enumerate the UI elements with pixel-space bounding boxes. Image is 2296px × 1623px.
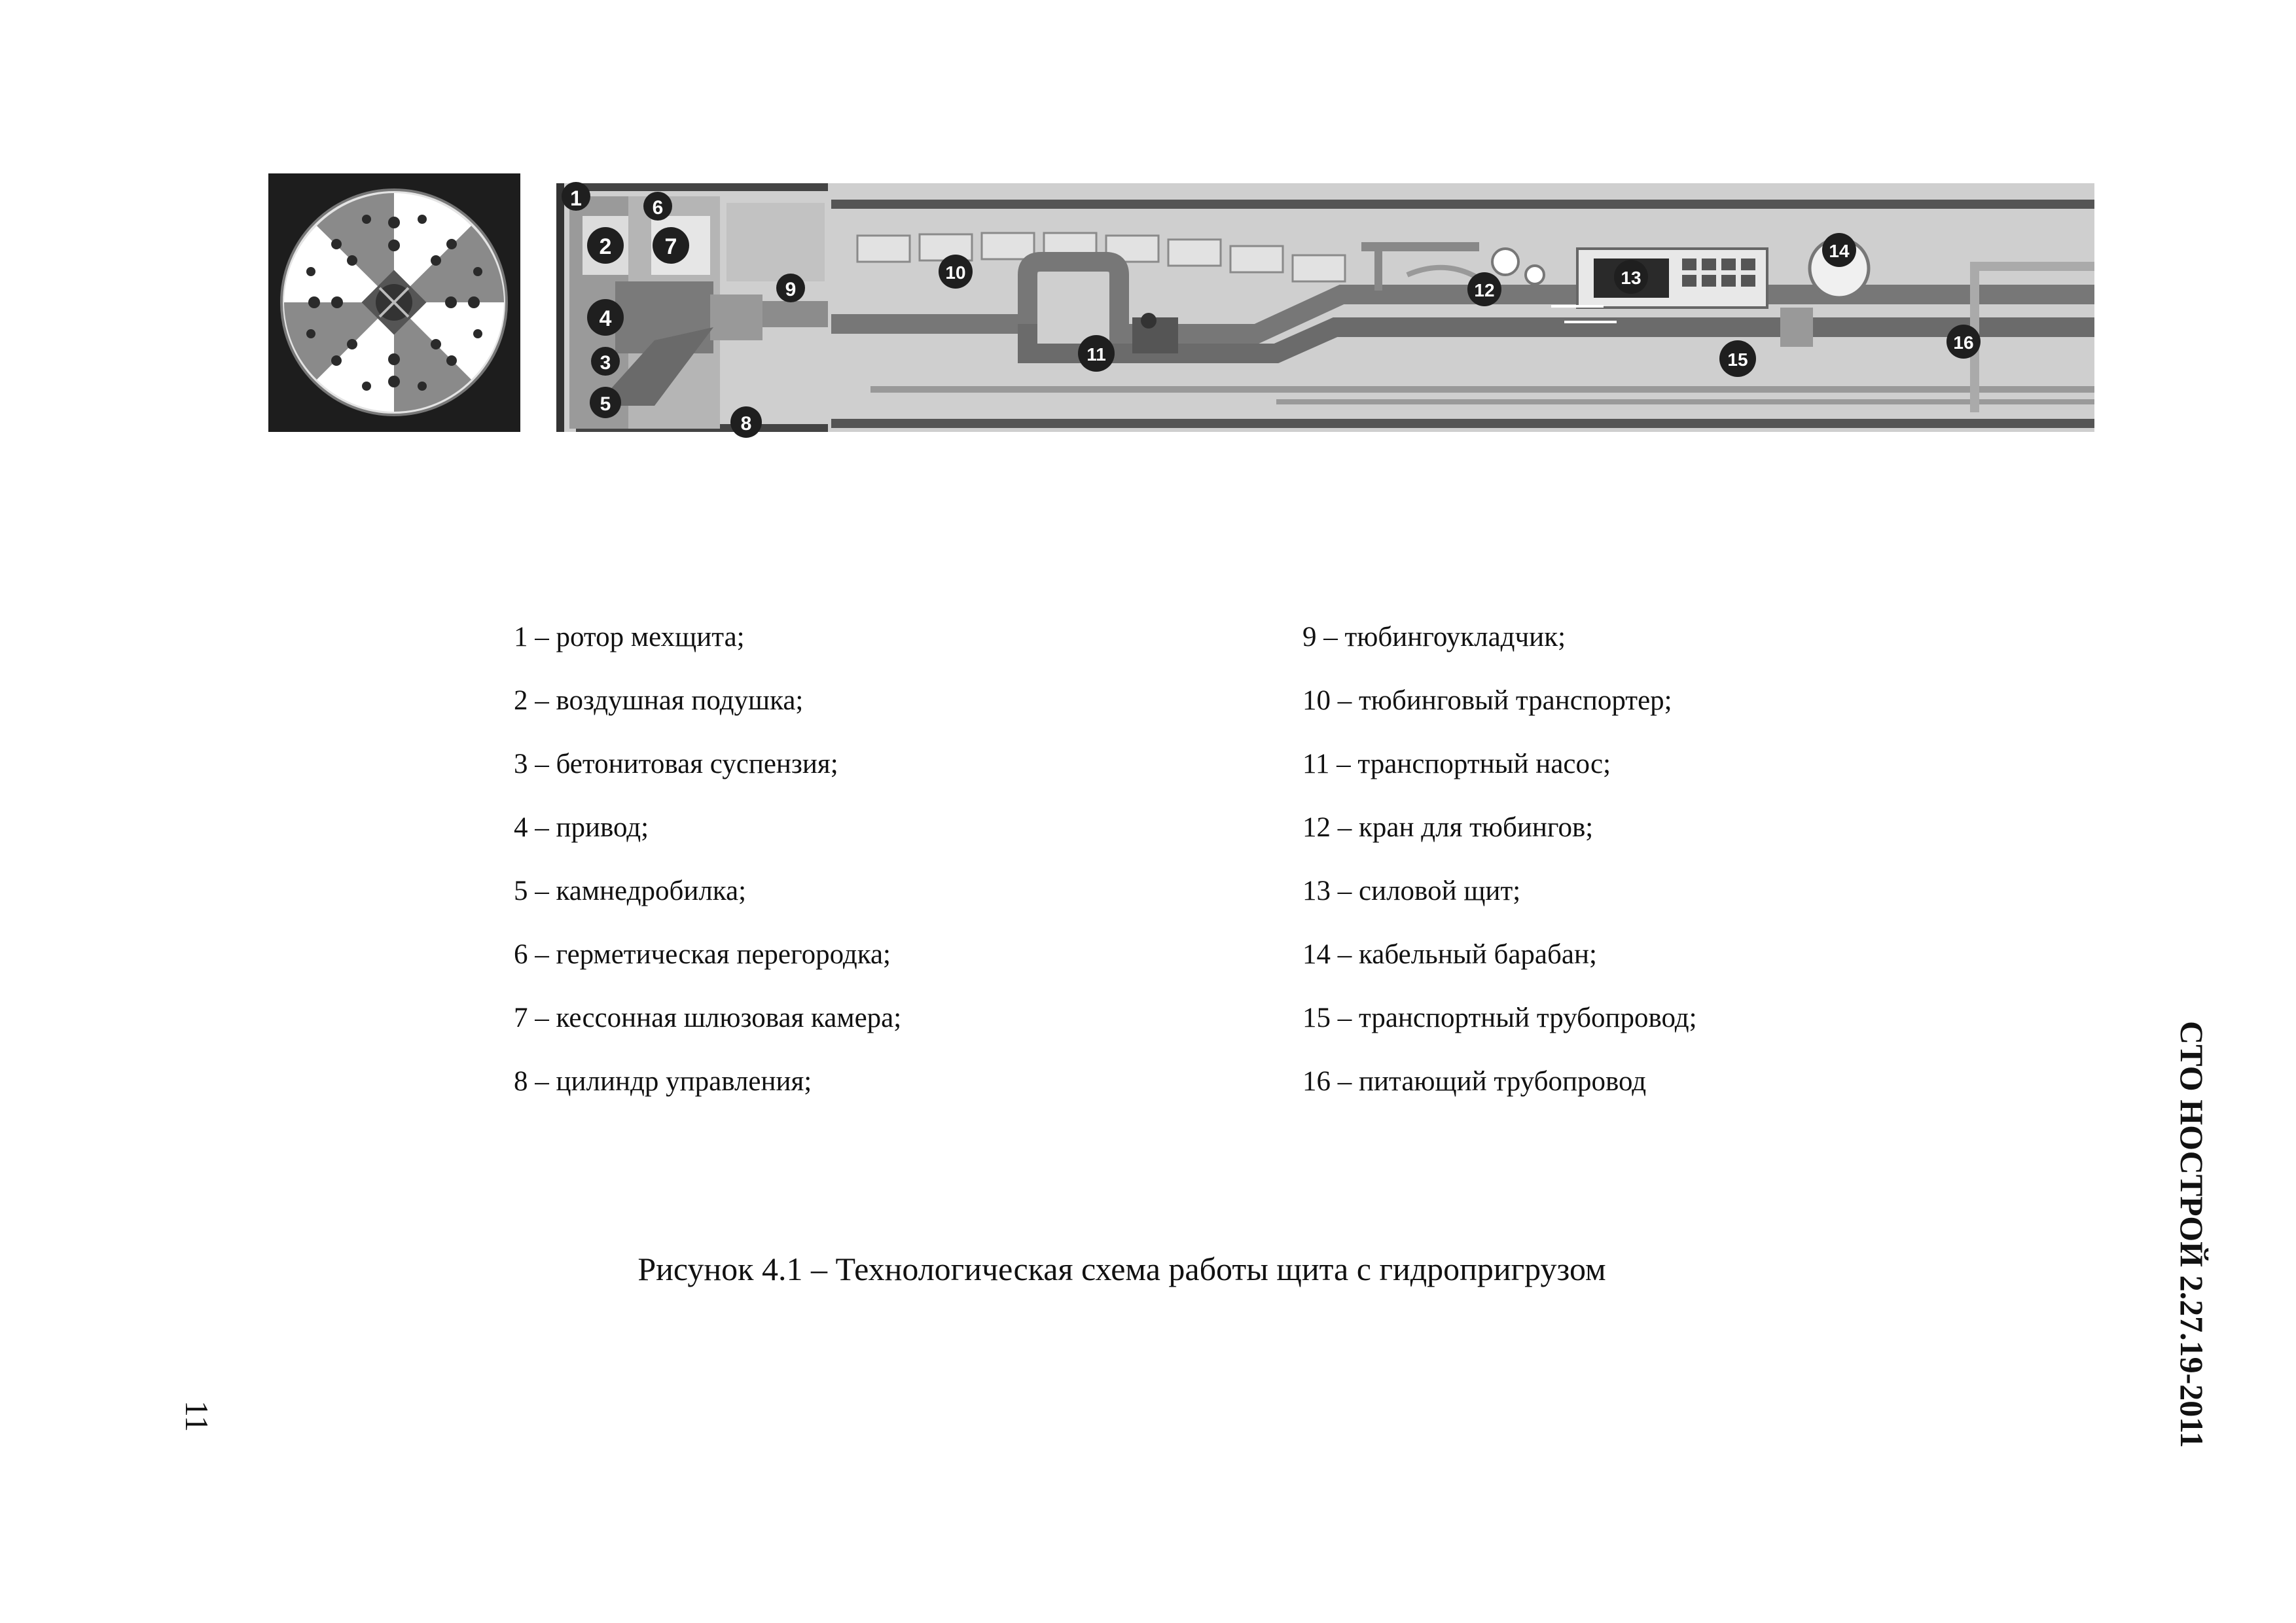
marker-11: 11	[1078, 335, 1115, 372]
tunnel-longitudinal-view: 1 2 3 4 5 6 7 8 9 10 11 12 13 14 15 16	[556, 170, 2094, 438]
svg-text:13: 13	[1621, 268, 1641, 288]
legend-item: 7 – кессонная шлюзовая камера;	[514, 1003, 902, 1033]
marker-14: 14	[1822, 233, 1856, 267]
legend-item: 3 – бетонитовая суспензия;	[514, 749, 838, 779]
legend-item: 11 – транспортный насос;	[1302, 749, 1611, 779]
page-number: 11	[177, 1400, 229, 1479]
legend-item: 13 – силовой щит;	[1302, 876, 1521, 906]
legend-item: 8 – цилиндр управления;	[514, 1066, 812, 1097]
svg-text:16: 16	[1953, 332, 1973, 353]
page-number-text: 11	[179, 1400, 215, 1433]
marker-16: 16	[1946, 325, 1981, 359]
svg-text:8: 8	[741, 413, 752, 435]
callout-markers: 1 2 3 4 5 6 7 8 9 10 11 12 13 14 15 16	[562, 182, 1981, 438]
marker-15: 15	[1719, 340, 1756, 377]
marker-12: 12	[1467, 272, 1501, 306]
marker-6: 6	[643, 192, 672, 221]
marker-5: 5	[590, 387, 621, 418]
legend-item: 9 – тюбингоукладчик;	[1302, 622, 1566, 652]
svg-text:6: 6	[653, 197, 664, 219]
svg-text:10: 10	[945, 262, 965, 283]
tunnel-drawing: 1 2 3 4 5 6 7 8 9 10 11 12 13 14 15 16	[556, 182, 2094, 438]
figure-legend: 1 – ротор мехщита; 2 – воздушная подушка…	[514, 605, 1761, 1113]
svg-text:14: 14	[1829, 241, 1850, 261]
svg-text:7: 7	[665, 234, 677, 259]
marker-9: 9	[776, 274, 805, 302]
marker-1: 1	[562, 182, 590, 211]
legend-item: 14 – кабельный барабан;	[1302, 939, 1597, 970]
marker-3: 3	[591, 347, 620, 376]
svg-text:9: 9	[785, 279, 797, 300]
legend-item: 10 – тюбинговый транспортер;	[1302, 685, 1672, 716]
marker-7: 7	[653, 227, 689, 264]
svg-text:15: 15	[1727, 349, 1748, 370]
legend-item: 12 – кран для тюбингов;	[1302, 812, 1594, 843]
legend-item: 6 – герметическая перегородка;	[514, 939, 891, 970]
svg-text:2: 2	[600, 234, 612, 259]
cutterhead-front-view	[268, 173, 520, 432]
marker-2: 2	[587, 227, 624, 264]
legend-column-right: 9 – тюбингоукладчик; 10 – тюбинговый тра…	[1302, 605, 1761, 1113]
legend-item: 5 – камнедробилка;	[514, 876, 747, 906]
legend-item: 16 – питающий трубопровод	[1302, 1066, 1647, 1097]
legend-item: 4 – привод;	[514, 812, 649, 843]
svg-text:5: 5	[600, 393, 611, 415]
figure-caption-text: Рисунок 4.1 – Технологическая схема рабо…	[637, 1251, 1606, 1287]
marker-13: 13	[1614, 260, 1648, 294]
shield-schematic-figure: 1 2 3 4 5 6 7 8 9 10 11 12 13 14 15 16	[268, 170, 2094, 438]
marker-8: 8	[730, 406, 762, 438]
cutterhead-drawing	[268, 173, 520, 432]
marker-10: 10	[939, 255, 973, 289]
legend-column-left: 1 – ротор мехщита; 2 – воздушная подушка…	[514, 605, 1302, 1113]
standard-code: СТО НОСТРОЙ 2.27.19-2011	[2174, 1021, 2210, 1448]
marker-4: 4	[587, 299, 624, 336]
svg-text:11: 11	[1086, 344, 1106, 365]
svg-text:1: 1	[570, 187, 582, 210]
svg-text:3: 3	[600, 352, 611, 374]
legend-item: 1 – ротор мехщита;	[514, 622, 745, 652]
legend-item: 2 – воздушная подушка;	[514, 685, 804, 716]
legend-item: 15 – транспортный трубопровод;	[1302, 1003, 1697, 1033]
svg-text:4: 4	[600, 306, 612, 331]
figure-caption: Рисунок 4.1 – Технологическая схема рабо…	[0, 1250, 2296, 1288]
svg-text:12: 12	[1474, 280, 1494, 300]
